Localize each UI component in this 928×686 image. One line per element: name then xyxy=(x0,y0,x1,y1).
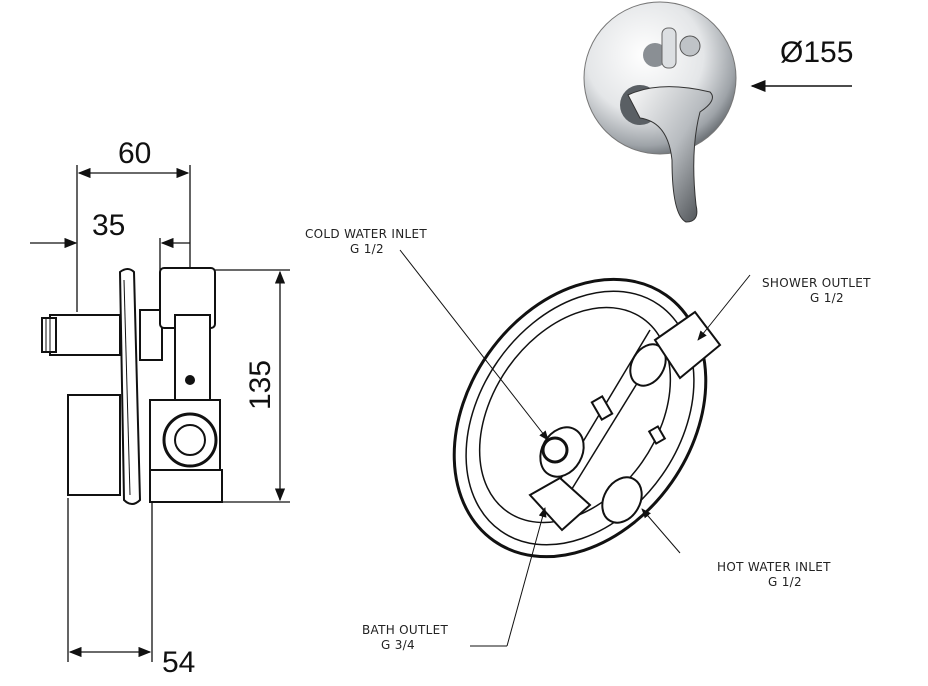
product-photo xyxy=(583,1,737,223)
callout-shower-outlet: SHOWER OUTLET G 1/2 xyxy=(762,276,871,305)
dimension-135: 135 xyxy=(244,360,277,410)
callout-cold-water-inlet: COLD WATER INLET G 1/2 xyxy=(305,227,427,256)
callout-name: HOT WATER INLET xyxy=(717,560,831,574)
callout-hot-water-inlet: HOT WATER INLET G 1/2 xyxy=(717,560,831,589)
callout-name: COLD WATER INLET xyxy=(305,227,427,241)
callout-name: SHOWER OUTLET xyxy=(762,276,871,290)
diameter-label: Ø155 xyxy=(780,36,853,69)
callout-bath-outlet: BATH OUTLET G 3/4 xyxy=(362,623,449,652)
callout-thread: G 1/2 xyxy=(810,291,844,305)
callout-leaders xyxy=(399,249,751,647)
dimension-60: 60 xyxy=(118,137,151,170)
callout-thread: G 1/2 xyxy=(350,242,384,256)
callout-thread: G 1/2 xyxy=(768,575,802,589)
dimension-lines xyxy=(30,165,290,662)
dimension-35: 35 xyxy=(92,209,125,242)
callout-thread: G 3/4 xyxy=(381,638,415,652)
side-view xyxy=(41,267,223,505)
dimension-54: 54 xyxy=(162,646,195,679)
callout-name: BATH OUTLET xyxy=(362,623,449,637)
rear-view xyxy=(452,277,722,559)
